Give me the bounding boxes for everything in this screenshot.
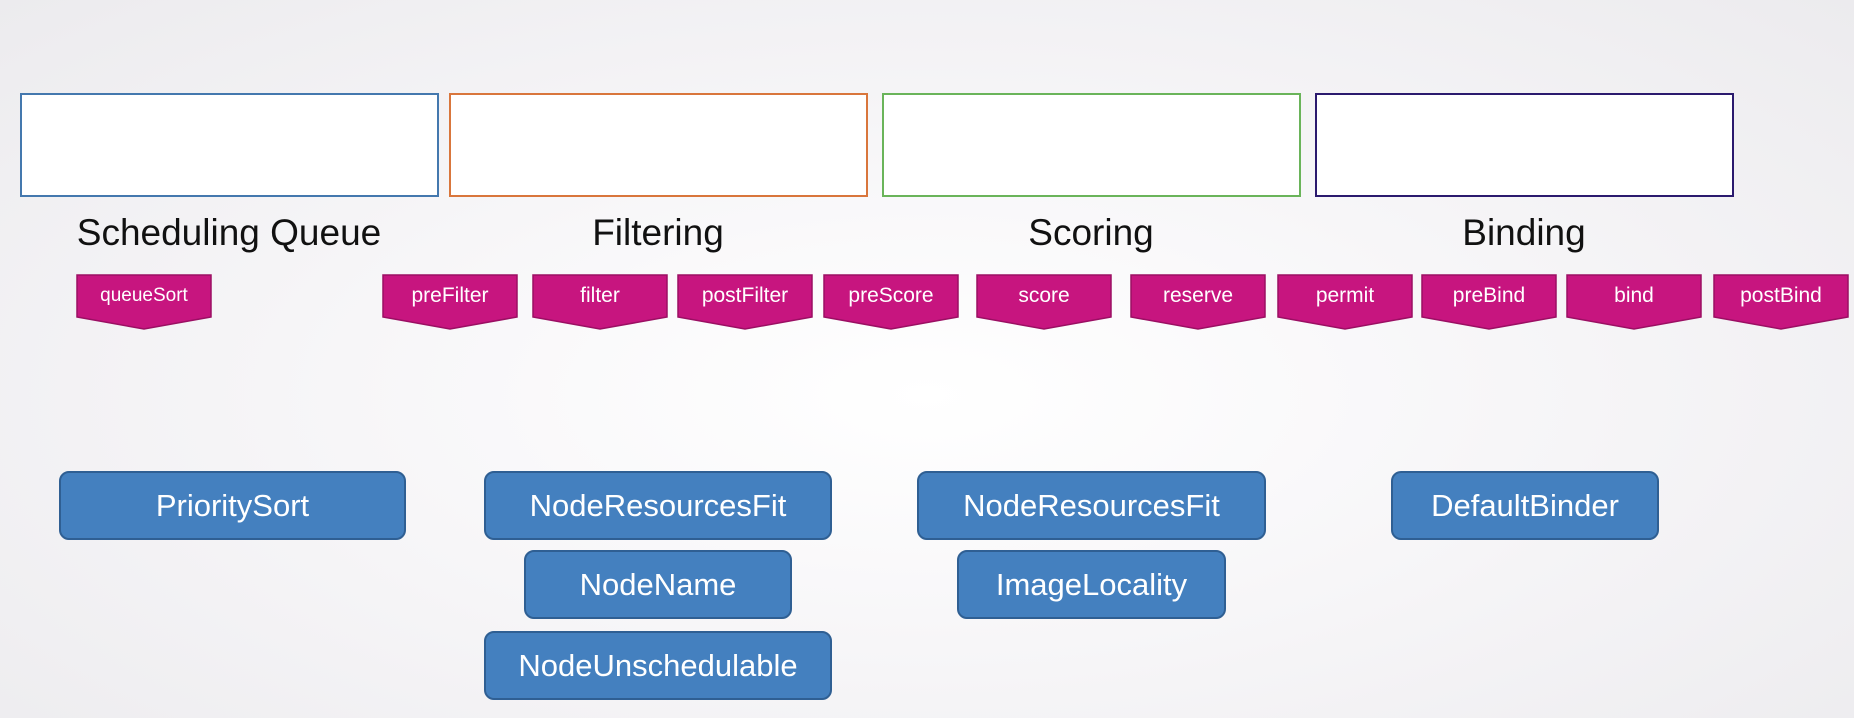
ext-permit: permit bbox=[1277, 274, 1413, 330]
chevron-shape bbox=[677, 274, 813, 330]
plugin-node-name: NodeName bbox=[524, 550, 792, 619]
ext-queue-sort: queueSort bbox=[76, 274, 212, 330]
chevron-shape bbox=[76, 274, 212, 330]
ext-label-pre-bind: preBind bbox=[1452, 284, 1526, 307]
ext-score: score bbox=[976, 274, 1112, 330]
ext-label-queue-sort: queueSort bbox=[100, 285, 188, 306]
stage-title-binding: Binding bbox=[1462, 212, 1586, 253]
stage-box-binding bbox=[1315, 93, 1734, 197]
stage-box-scheduling-queue bbox=[20, 93, 439, 197]
stage-title-scoring: Scoring bbox=[1028, 212, 1154, 253]
ext-filter: filter bbox=[532, 274, 668, 330]
ext-label-post-bind: postBind bbox=[1740, 284, 1822, 307]
ext-reserve: reserve bbox=[1130, 274, 1266, 330]
plugin-priority-sort: PrioritySort bbox=[59, 471, 406, 540]
chevron-shape bbox=[1130, 274, 1266, 330]
ext-label-score: score bbox=[1018, 284, 1070, 307]
ext-post-filter: postFilter bbox=[677, 274, 813, 330]
chevron-shape bbox=[382, 274, 518, 330]
stage-box-scoring bbox=[882, 93, 1301, 197]
ext-pre-score: preScore bbox=[823, 274, 959, 330]
ext-label-filter: filter bbox=[580, 284, 620, 307]
plugin-node-unschedulable: NodeUnschedulable bbox=[484, 631, 832, 700]
stage-box-filtering bbox=[449, 93, 868, 197]
ext-label-pre-score: preScore bbox=[848, 284, 934, 307]
chevron-shape bbox=[976, 274, 1112, 330]
ext-pre-bind: preBind bbox=[1421, 274, 1557, 330]
plugin-default-binder: DefaultBinder bbox=[1391, 471, 1659, 540]
chevron-shape bbox=[532, 274, 668, 330]
plugin-node-resources-fit-filtering: NodeResourcesFit bbox=[484, 471, 832, 540]
ext-pre-filter: preFilter bbox=[382, 274, 518, 330]
ext-label-pre-filter: preFilter bbox=[411, 284, 489, 307]
ext-bind: bind bbox=[1566, 274, 1702, 330]
stage-title-scheduling-queue: Scheduling Queue bbox=[76, 212, 382, 253]
ext-label-post-filter: postFilter bbox=[701, 284, 789, 307]
chevron-shape bbox=[1421, 274, 1557, 330]
stage-title-filtering: Filtering bbox=[592, 212, 724, 253]
chevron-shape bbox=[823, 274, 959, 330]
plugin-node-resources-fit-scoring: NodeResourcesFit bbox=[917, 471, 1266, 540]
chevron-shape bbox=[1713, 274, 1849, 330]
ext-label-reserve: reserve bbox=[1162, 284, 1234, 307]
ext-label-bind: bind bbox=[1614, 284, 1654, 307]
ext-label-permit: permit bbox=[1315, 284, 1375, 307]
ext-post-bind: postBind bbox=[1713, 274, 1849, 330]
plugin-image-locality: ImageLocality bbox=[957, 550, 1226, 619]
chevron-shape bbox=[1277, 274, 1413, 330]
chevron-shape bbox=[1566, 274, 1702, 330]
